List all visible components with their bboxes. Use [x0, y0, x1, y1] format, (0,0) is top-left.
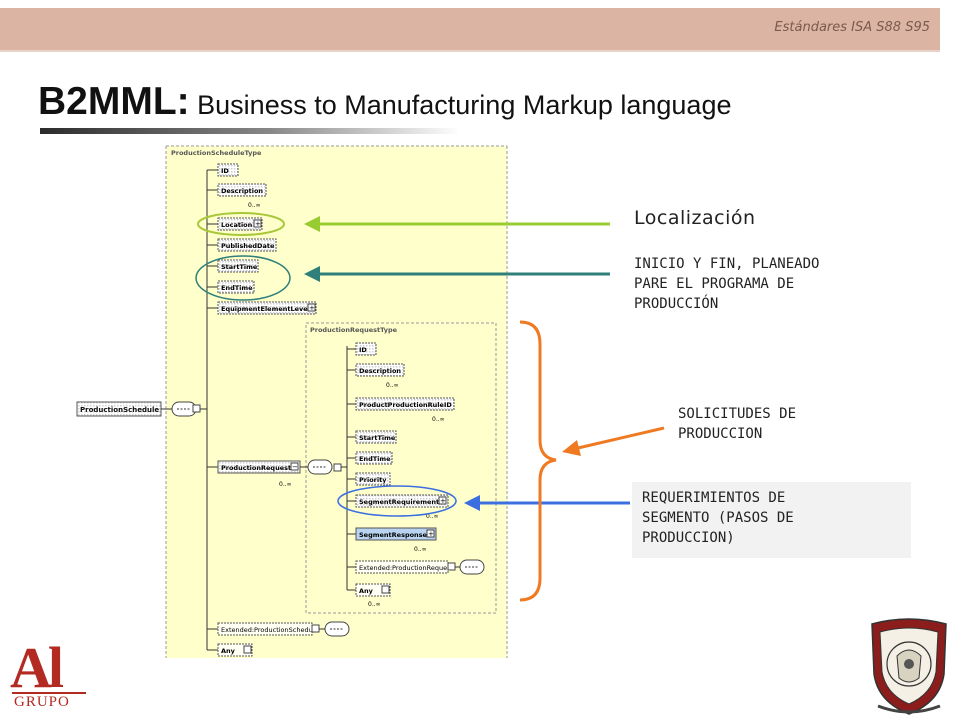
header-bar: Estándares ISA S88 S95 — [0, 8, 940, 50]
title-main: B2MML — [38, 80, 177, 123]
svg-text:0..∞: 0..∞ — [368, 601, 381, 608]
svg-text:0..∞: 0..∞ — [414, 546, 427, 553]
outer-node-any: Any — [207, 643, 253, 657]
inner-node-priority: Priority — [347, 472, 391, 486]
inner-node-start-time: StartTime — [347, 430, 397, 444]
svg-text:EndTime: EndTime — [221, 284, 253, 292]
svg-text:SegmentRequirement: SegmentRequirement — [359, 498, 439, 506]
svg-text:EndTime: EndTime — [359, 455, 391, 463]
university-shield-icon — [871, 618, 947, 715]
label-requerimientos: REQUERIMIENTOS DE SEGMENTO (PASOS DE PRO… — [642, 490, 794, 546]
title-colon: : — [176, 80, 190, 123]
svg-text:Priority: Priority — [359, 476, 387, 484]
svg-text:+: + — [309, 304, 315, 312]
svg-text:+: + — [440, 497, 446, 505]
time-highlight — [195, 255, 291, 301]
outer-node-production-request: ProductionRequest − 0..∞ — [207, 459, 347, 488]
inner-node-segment-requirement: SegmentRequirement + 0..∞ — [347, 494, 449, 520]
svg-text:Any: Any — [221, 647, 236, 655]
location-highlight — [197, 212, 285, 236]
svg-text:SegmentResponse: SegmentResponse — [359, 531, 428, 539]
inner-node-extended-production-request: Extended:ProductionRequest — [347, 559, 485, 575]
svg-text:PublishedDate: PublishedDate — [221, 242, 275, 250]
production-request-brace — [519, 320, 557, 602]
svg-text:Location: Location — [221, 221, 253, 229]
svg-text:+: + — [428, 530, 434, 538]
page-title: B2MML: Business to Manufacturing Markup … — [38, 80, 731, 124]
svg-text:0..∞: 0..∞ — [248, 202, 261, 209]
title-underline — [40, 128, 460, 134]
svg-text:ProductionRequest: ProductionRequest — [221, 464, 291, 472]
svg-text:ID: ID — [359, 346, 367, 354]
inner-node-any: Any 0..∞ — [347, 583, 391, 608]
outer-node-extended-production-schedule: Extended:ProductionSchedule — [207, 621, 350, 637]
inner-node-segment-response: SegmentResponse + 0..∞ — [347, 527, 437, 553]
svg-text:Description: Description — [359, 367, 401, 375]
svg-text:ID: ID — [221, 167, 229, 175]
outer-node-location: Location + — [207, 217, 263, 231]
svg-text:Extended:ProductionRequest: Extended:ProductionRequest — [359, 564, 453, 572]
outer-node-equipment-element-level: EquipmentElementLevel + — [207, 301, 317, 315]
inner-node-end-time: EndTime — [347, 451, 393, 465]
svg-text:+: + — [255, 220, 261, 228]
inner-type-label: ProductionRequestType — [310, 326, 398, 334]
svg-text:−: − — [292, 463, 298, 471]
outer-node-description: Description 0..∞ — [207, 183, 267, 209]
arrow-inicio-fin — [304, 266, 610, 282]
svg-text:EquipmentElementLevel: EquipmentElementLevel — [221, 305, 310, 313]
label-solicitudes: SOLICITUDES DE PRODUCCION — [678, 406, 797, 442]
inner-node-description: Description 0..∞ — [347, 363, 405, 389]
label-inicio-fin: INICIO Y FIN, PLANEADO PARE EL PROGRAMA … — [634, 256, 820, 312]
svg-text:StartTime: StartTime — [359, 434, 396, 442]
segment-requirement-highlight — [337, 485, 457, 517]
svg-text:0..∞: 0..∞ — [432, 416, 445, 423]
root-node-label: ProductionSchedule — [80, 406, 159, 414]
logo-subtext: GRUPO — [14, 694, 70, 710]
outer-node-end-time: EndTime — [207, 280, 255, 294]
svg-text:0..∞: 0..∞ — [386, 382, 399, 389]
svg-text:0..∞: 0..∞ — [426, 513, 439, 520]
outer-node-start-time: StartTime — [207, 259, 259, 273]
grupo-logo: Al GRUPO — [8, 635, 88, 712]
outer-type-label: ProductionScheduleType — [171, 149, 262, 157]
svg-text:StartTime: StartTime — [221, 263, 258, 271]
logo-letters: Al — [10, 635, 64, 700]
header-subtitle: Estándares ISA S88 S95 — [774, 20, 930, 35]
requerimientos-box — [632, 482, 911, 558]
outer-node-published-date: PublishedDate — [207, 238, 277, 252]
arrow-solicitudes — [562, 426, 665, 456]
outer-node-id: ID — [207, 163, 239, 177]
svg-text:Extended:ProductionSchedule: Extended:ProductionSchedule — [221, 626, 319, 634]
arrow-requerimientos — [464, 495, 630, 511]
svg-text:Any: Any — [359, 587, 374, 595]
svg-text:ProductProductionRuleID: ProductProductionRuleID — [359, 401, 452, 409]
svg-text:0..∞: 0..∞ — [279, 481, 292, 488]
inner-node-id: ID — [347, 342, 377, 356]
title-rest: Business to Manufacturing Markup languag… — [189, 90, 732, 120]
arrow-localizacion — [304, 216, 610, 232]
label-localizacion: Localización — [634, 207, 756, 229]
svg-text:Description: Description — [221, 187, 263, 195]
inner-node-product-production-rule-id: ProductProductionRuleID 0..∞ — [347, 397, 455, 423]
